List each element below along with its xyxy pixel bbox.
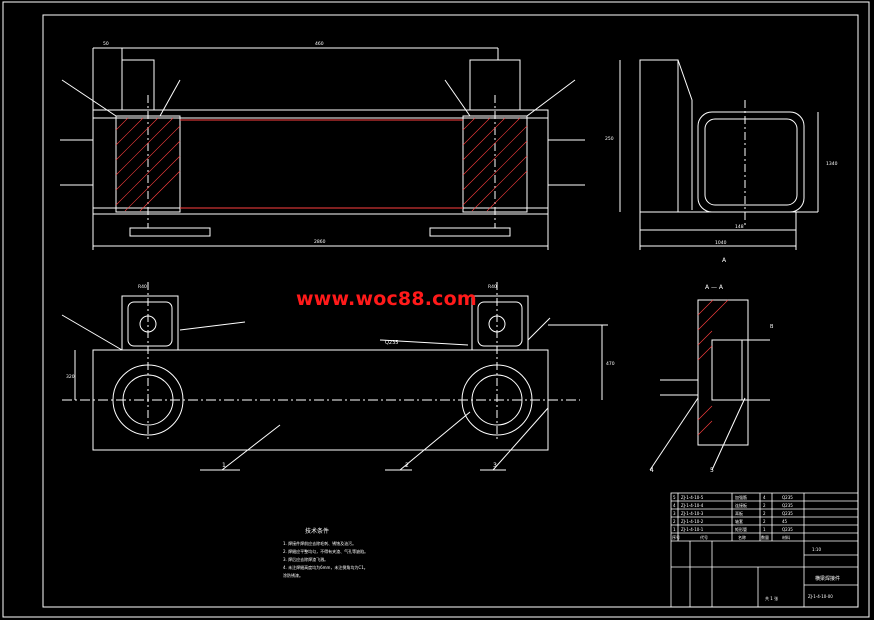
section-hatching [697,299,729,436]
part-callout-3: 3 [493,462,497,469]
bom-rows: 5 ZJ-1-4-10-5 加强筋 4 Q235 4 ZJ-1-4-10-4 连… [672,494,793,540]
bom-name: 加强筋 [735,494,747,500]
title-drawing-code: ZJ-1-4-10-00 [808,594,833,599]
dim-elev-right: R40 [488,284,497,290]
bom-mat: Q235 [782,495,793,500]
bom-no: 2 [673,519,676,524]
dim-plan-total: 2860 [314,239,326,245]
part-callout-1: 1 [222,462,226,469]
dim-side-bottom: 1040 [715,240,727,246]
dim-elev-offset: 320 [66,374,75,380]
bom-qty: 2 [763,503,766,508]
bom-qty: 2 [763,511,766,516]
bom-no: 3 [673,511,676,516]
bom-code: ZJ-1-4-10-5 [681,495,704,500]
dim-side-height: 250 [605,136,614,142]
bom-no: 1 [673,527,676,532]
material-callout: Q235 [385,340,398,346]
bom-mat: Q235 [782,503,793,508]
bom-header-code: 代号 [700,534,708,540]
plan-view [60,47,585,250]
bom-no: 4 [673,503,676,508]
bom-mat: Q235 [782,527,793,532]
notes-line-3: 3. 焊后应去除焊渣飞溅。 [283,556,328,562]
bom-header-name: 名称 [738,534,746,540]
bom-header-qty: 数量 [761,534,769,540]
plan-hatching [115,117,528,212]
notes-title: 技术条件 [305,527,329,535]
bom-grid [670,492,859,608]
bom-name: 轴套 [735,518,743,524]
bom-name: 耳板 [735,510,743,516]
dim-elev-height: 470 [606,361,615,367]
section-view [649,299,770,471]
dim-plan-span: 460 [315,41,324,47]
notes-line-1: 1. 焊接件焊前应去除毛刺、锈蚀及油污。 [283,540,356,546]
detail-callout: B [770,324,774,330]
notes-line-2: 2. 焊缝应平整均匀，不得有夹渣、气孔等缺陷。 [283,548,368,554]
title-scale: 1:10 [812,547,821,552]
bom-name: 矩形管 [735,526,747,532]
bom-header-no: 序号 [672,534,680,540]
bom-qty: 2 [763,519,766,524]
dim-side-right: 1340 [826,161,838,167]
bom-header-mat: 材料 [782,534,790,540]
bom-qty: 1 [763,527,766,532]
section-label: A — A [705,284,724,291]
elevation-view [61,282,608,471]
watermark: www.woc88.com [296,288,477,310]
side-view [619,59,819,250]
dim-side-top: 148 [735,224,744,230]
bom-name: 连接板 [735,502,747,508]
title-sheet: 共 1 张 [765,595,778,601]
part-callout-5: 5 [710,467,714,474]
notes-line-4: 4. 未注焊缝高度均为6mm，未注倒角均为C1。 [283,564,368,570]
bom-mat: Q235 [782,511,793,516]
bom-code: ZJ-1-4-10-1 [681,527,704,532]
view-marker-a: A [722,257,727,264]
bom-code: ZJ-1-4-10-4 [681,503,704,508]
inner-border [42,14,859,608]
bom-qty: 4 [763,495,766,500]
part-callout-2: 2 [405,462,409,469]
bom-code: ZJ-1-4-10-2 [681,519,704,524]
dim-elev-left: R40 [138,284,147,290]
dim-plan-left-offset: 50 [103,41,109,47]
title-drawing-name: 横梁焊接件 [815,575,840,582]
bom-mat: 45 [782,519,788,524]
bom-no: 5 [673,495,676,500]
part-callout-4: 4 [650,467,654,474]
notes-line-5: 涂防锈漆。 [283,572,303,578]
bom-code: ZJ-1-4-10-3 [681,511,704,516]
